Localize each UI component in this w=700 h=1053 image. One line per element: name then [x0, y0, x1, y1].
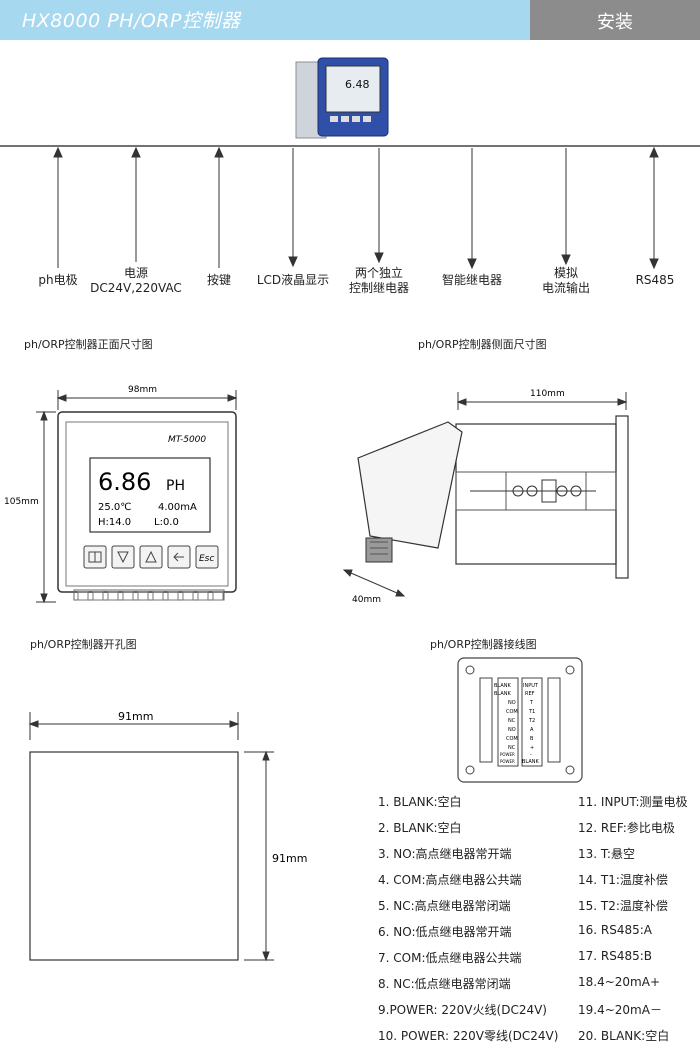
connection-label: ph电极 — [38, 273, 78, 287]
wiring-item: 14. T1:温度补偿 — [578, 873, 668, 887]
wiring-item: 4. COM:高点继电器公共端 — [378, 873, 522, 887]
wiring-item: 12. REF:参比电极 — [578, 821, 675, 835]
terminal-label: COM — [506, 736, 518, 742]
connection-label-2: 控制继电器 — [348, 281, 409, 295]
wiring-terminal-diagram: BLANK BLANK NO COM NC NO COM NC POWER PO… — [457, 657, 583, 783]
wiring-item: 10. POWER: 220V零线(DC24V) — [378, 1029, 559, 1043]
front-low-setpoint: L:0.0 — [154, 517, 179, 528]
connection-diagram: 6.48 — [0, 57, 700, 270]
side-length-label: 110mm — [530, 389, 565, 399]
terminal-label: T1 — [528, 709, 535, 715]
device-top-display: 6.48 — [345, 78, 370, 91]
wiring-right-terms: INPUT REF T T1 T2 A B + - BLANK — [522, 683, 539, 765]
section-tab: 安装 — [530, 0, 700, 40]
terminal-label: - — [530, 752, 532, 758]
terminal-label: COM — [506, 709, 518, 715]
cutout-height-label: 91mm — [272, 852, 307, 865]
page-title: HX8000 PH/ORP控制器 — [22, 10, 241, 32]
connection-label: 按键 — [206, 273, 231, 287]
connection-label: 电源 — [123, 266, 148, 280]
terminal-label: NC — [508, 745, 516, 751]
connection-smart-relay: 智能继电器 — [427, 273, 517, 288]
wiring-item: 11. INPUT:测量电极 — [578, 795, 688, 809]
connection-keys: 按键 — [189, 273, 249, 288]
wiring-item: 19.4~20mA－ — [578, 1003, 662, 1017]
terminal-label: POWER — [500, 759, 515, 764]
side-depth-label: 40mm — [352, 595, 381, 605]
connection-relays: 两个独立 控制继电器 — [339, 266, 419, 296]
terminal-label: NO — [508, 727, 516, 733]
terminal-label: NC — [508, 718, 516, 724]
connection-label: 智能继电器 — [441, 273, 502, 287]
terminal-label: NO — [508, 700, 516, 706]
connection-ph-electrode: ph电极 — [18, 273, 98, 288]
wiring-item: 8. NC:低点继电器常闭端 — [378, 977, 511, 991]
connection-power: 电源 DC24V,220VAC — [76, 266, 196, 296]
cutout-width-label: 91mm — [118, 710, 153, 723]
terminal-label: BLANK — [494, 691, 511, 697]
wiring-item: 2. BLANK:空白 — [378, 821, 462, 835]
wiring-item: 13. T:悬空 — [578, 847, 635, 861]
terminal-label: T2 — [528, 718, 535, 724]
connection-label: 模拟 — [553, 266, 578, 280]
cutout-diagram-title: ph/ORP控制器开孔图 — [30, 638, 137, 651]
front-dimension-diagram: 98mm 105mm MT-5000 6.86 PH 25.0℃ 4.00mA … — [4, 385, 238, 604]
wiring-item: 1. BLANK:空白 — [378, 795, 462, 809]
wiring-item: 18.4~20mA+ — [578, 975, 660, 989]
wiring-list-left: 1. BLANK:空白 2. BLANK:空白 3. NO:高点继电器常开端 4… — [378, 793, 578, 1053]
terminal-label: + — [530, 745, 534, 751]
terminal-label: A — [530, 727, 534, 733]
connection-label-2: DC24V,220VAC — [90, 281, 182, 295]
wiring-item: 6. NO:低点继电器常开端 — [378, 925, 512, 939]
front-high-setpoint: H:14.0 — [98, 517, 131, 528]
terminal-label: B — [530, 736, 534, 742]
front-width-label: 98mm — [128, 385, 157, 395]
wiring-item: 5. NC:高点继电器常闭端 — [378, 899, 511, 913]
terminal-label: T — [529, 700, 534, 706]
cutout-diagram: 91mm 91mm — [28, 710, 307, 962]
section-label: 安装 — [597, 12, 633, 33]
connection-analog-output: 模拟 电流输出 — [526, 266, 606, 296]
wiring-item: 3. NO:高点继电器常开端 — [378, 847, 512, 861]
terminal-label: POWER — [500, 752, 515, 757]
connection-label-2: 电流输出 — [541, 281, 590, 295]
wiring-item: 20. BLANK:空白 — [578, 1029, 670, 1043]
side-dimension-diagram: 110mm 40mm — [342, 389, 629, 605]
front-reading: 6.86 — [98, 468, 151, 496]
esc-key-label: Esc — [199, 554, 214, 564]
wiring-left-terms: BLANK BLANK NO COM NC NO COM NC POWER PO… — [494, 683, 518, 764]
connection-label: LCD液晶显示 — [256, 273, 330, 287]
front-height-label: 105mm — [4, 497, 39, 507]
side-diagram-title: ph/ORP控制器侧面尺寸图 — [418, 338, 547, 351]
front-diagram-title: ph/ORP控制器正面尺寸图 — [24, 338, 153, 351]
connection-lcd: LCD液晶显示 — [248, 273, 338, 288]
terminal-label: REF — [525, 691, 535, 697]
front-temperature: 25.0℃ — [98, 502, 132, 513]
wiring-item: 9.POWER: 220V火线(DC24V) — [378, 1003, 547, 1017]
connection-rs485: RS485 — [620, 273, 690, 288]
front-unit: PH — [166, 478, 185, 494]
connection-label: 两个独立 — [354, 266, 403, 280]
front-model-label: MT-5000 — [168, 435, 206, 445]
terminal-label: BLANK — [522, 759, 539, 765]
wiring-item: 15. T2:温度补偿 — [578, 899, 668, 913]
wiring-item: 7. COM:低点继电器公共端 — [378, 951, 522, 965]
wiring-item: 17. RS485:B — [578, 949, 653, 963]
front-current: 4.00mA — [158, 502, 197, 513]
device-illustration: 6.48 — [295, 57, 389, 139]
wiring-list-right: 11. INPUT:测量电极 12. REF:参比电极 13. T:悬空 14.… — [578, 793, 698, 1053]
wiring-item: 16. RS485:A — [578, 923, 653, 937]
connection-label: RS485 — [635, 273, 675, 287]
terminal-label: BLANK — [494, 683, 511, 689]
wiring-diagram-title: ph/ORP控制器接线图 — [430, 638, 537, 651]
terminal-label: INPUT — [523, 683, 539, 689]
